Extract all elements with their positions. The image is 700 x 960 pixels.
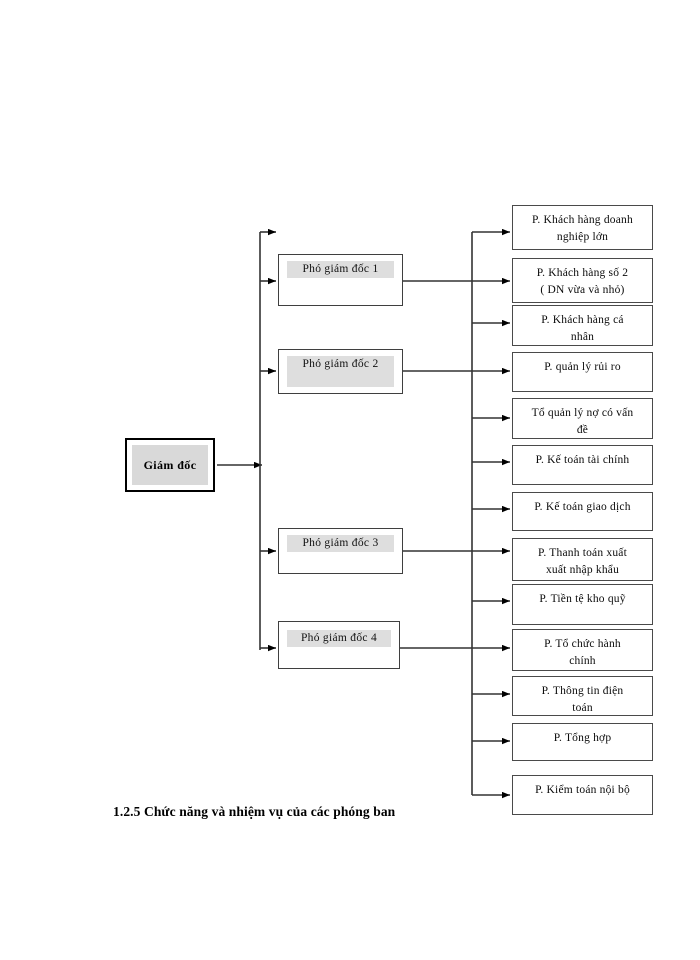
node-dept-2[interactable]: P. Khách hàng số 2( DN vừa và nhỏ) [512, 258, 653, 303]
node-dept-4[interactable]: P. quản lý rủi ro [512, 352, 653, 392]
node-label-dept-6: P. Kế toán tài chính [535, 454, 630, 466]
node-dept-12[interactable]: P. Tổng hợp [512, 723, 653, 761]
node-label-dept-13: P. Kiểm toán nội bộ [535, 784, 630, 796]
node-label-dept-12: P. Tổng hợp [553, 732, 612, 744]
node-label-giam-doc: Giám đốc [143, 457, 197, 472]
node-label-pho-giam-doc-3: Phó giám đốc 3 [287, 535, 394, 552]
node-label-pho-giam-doc-2: Phó giám đốc 2 [287, 356, 394, 387]
node-pho-giam-doc-3[interactable]: Phó giám đốc 3 [278, 528, 403, 574]
section-caption: 1.2.5 Chức năng và nhiệm vụ của các phón… [113, 804, 396, 819]
node-label-pho-giam-doc-1: Phó giám đốc 1 [287, 261, 394, 278]
root-fill: Giám đốc [132, 445, 208, 485]
node-pho-giam-doc-4[interactable]: Phó giám đốc 4 [278, 621, 400, 669]
node-label-dept-7: P. Kế toán giao dịch [534, 501, 631, 513]
node-dept-9[interactable]: P. Tiền tệ kho quỹ [512, 584, 653, 625]
node-giam-doc[interactable]: Giám đốc [125, 438, 215, 492]
node-dept-7[interactable]: P. Kế toán giao dịch [512, 492, 653, 531]
node-pho-giam-doc-2[interactable]: Phó giám đốc 2 [278, 349, 403, 394]
node-label-dept-9: P. Tiền tệ kho quỹ [539, 593, 626, 605]
node-dept-13[interactable]: P. Kiểm toán nội bộ [512, 775, 653, 815]
node-dept-6[interactable]: P. Kế toán tài chính [512, 445, 653, 485]
node-label-dept-2: P. Khách hàng số 2( DN vừa và nhỏ) [536, 267, 629, 296]
node-pho-giam-doc-1[interactable]: Phó giám đốc 1 [278, 254, 403, 306]
node-label-pho-giam-doc-4: Phó giám đốc 4 [287, 630, 391, 647]
node-label-dept-4: P. quản lý rủi ro [544, 361, 621, 373]
